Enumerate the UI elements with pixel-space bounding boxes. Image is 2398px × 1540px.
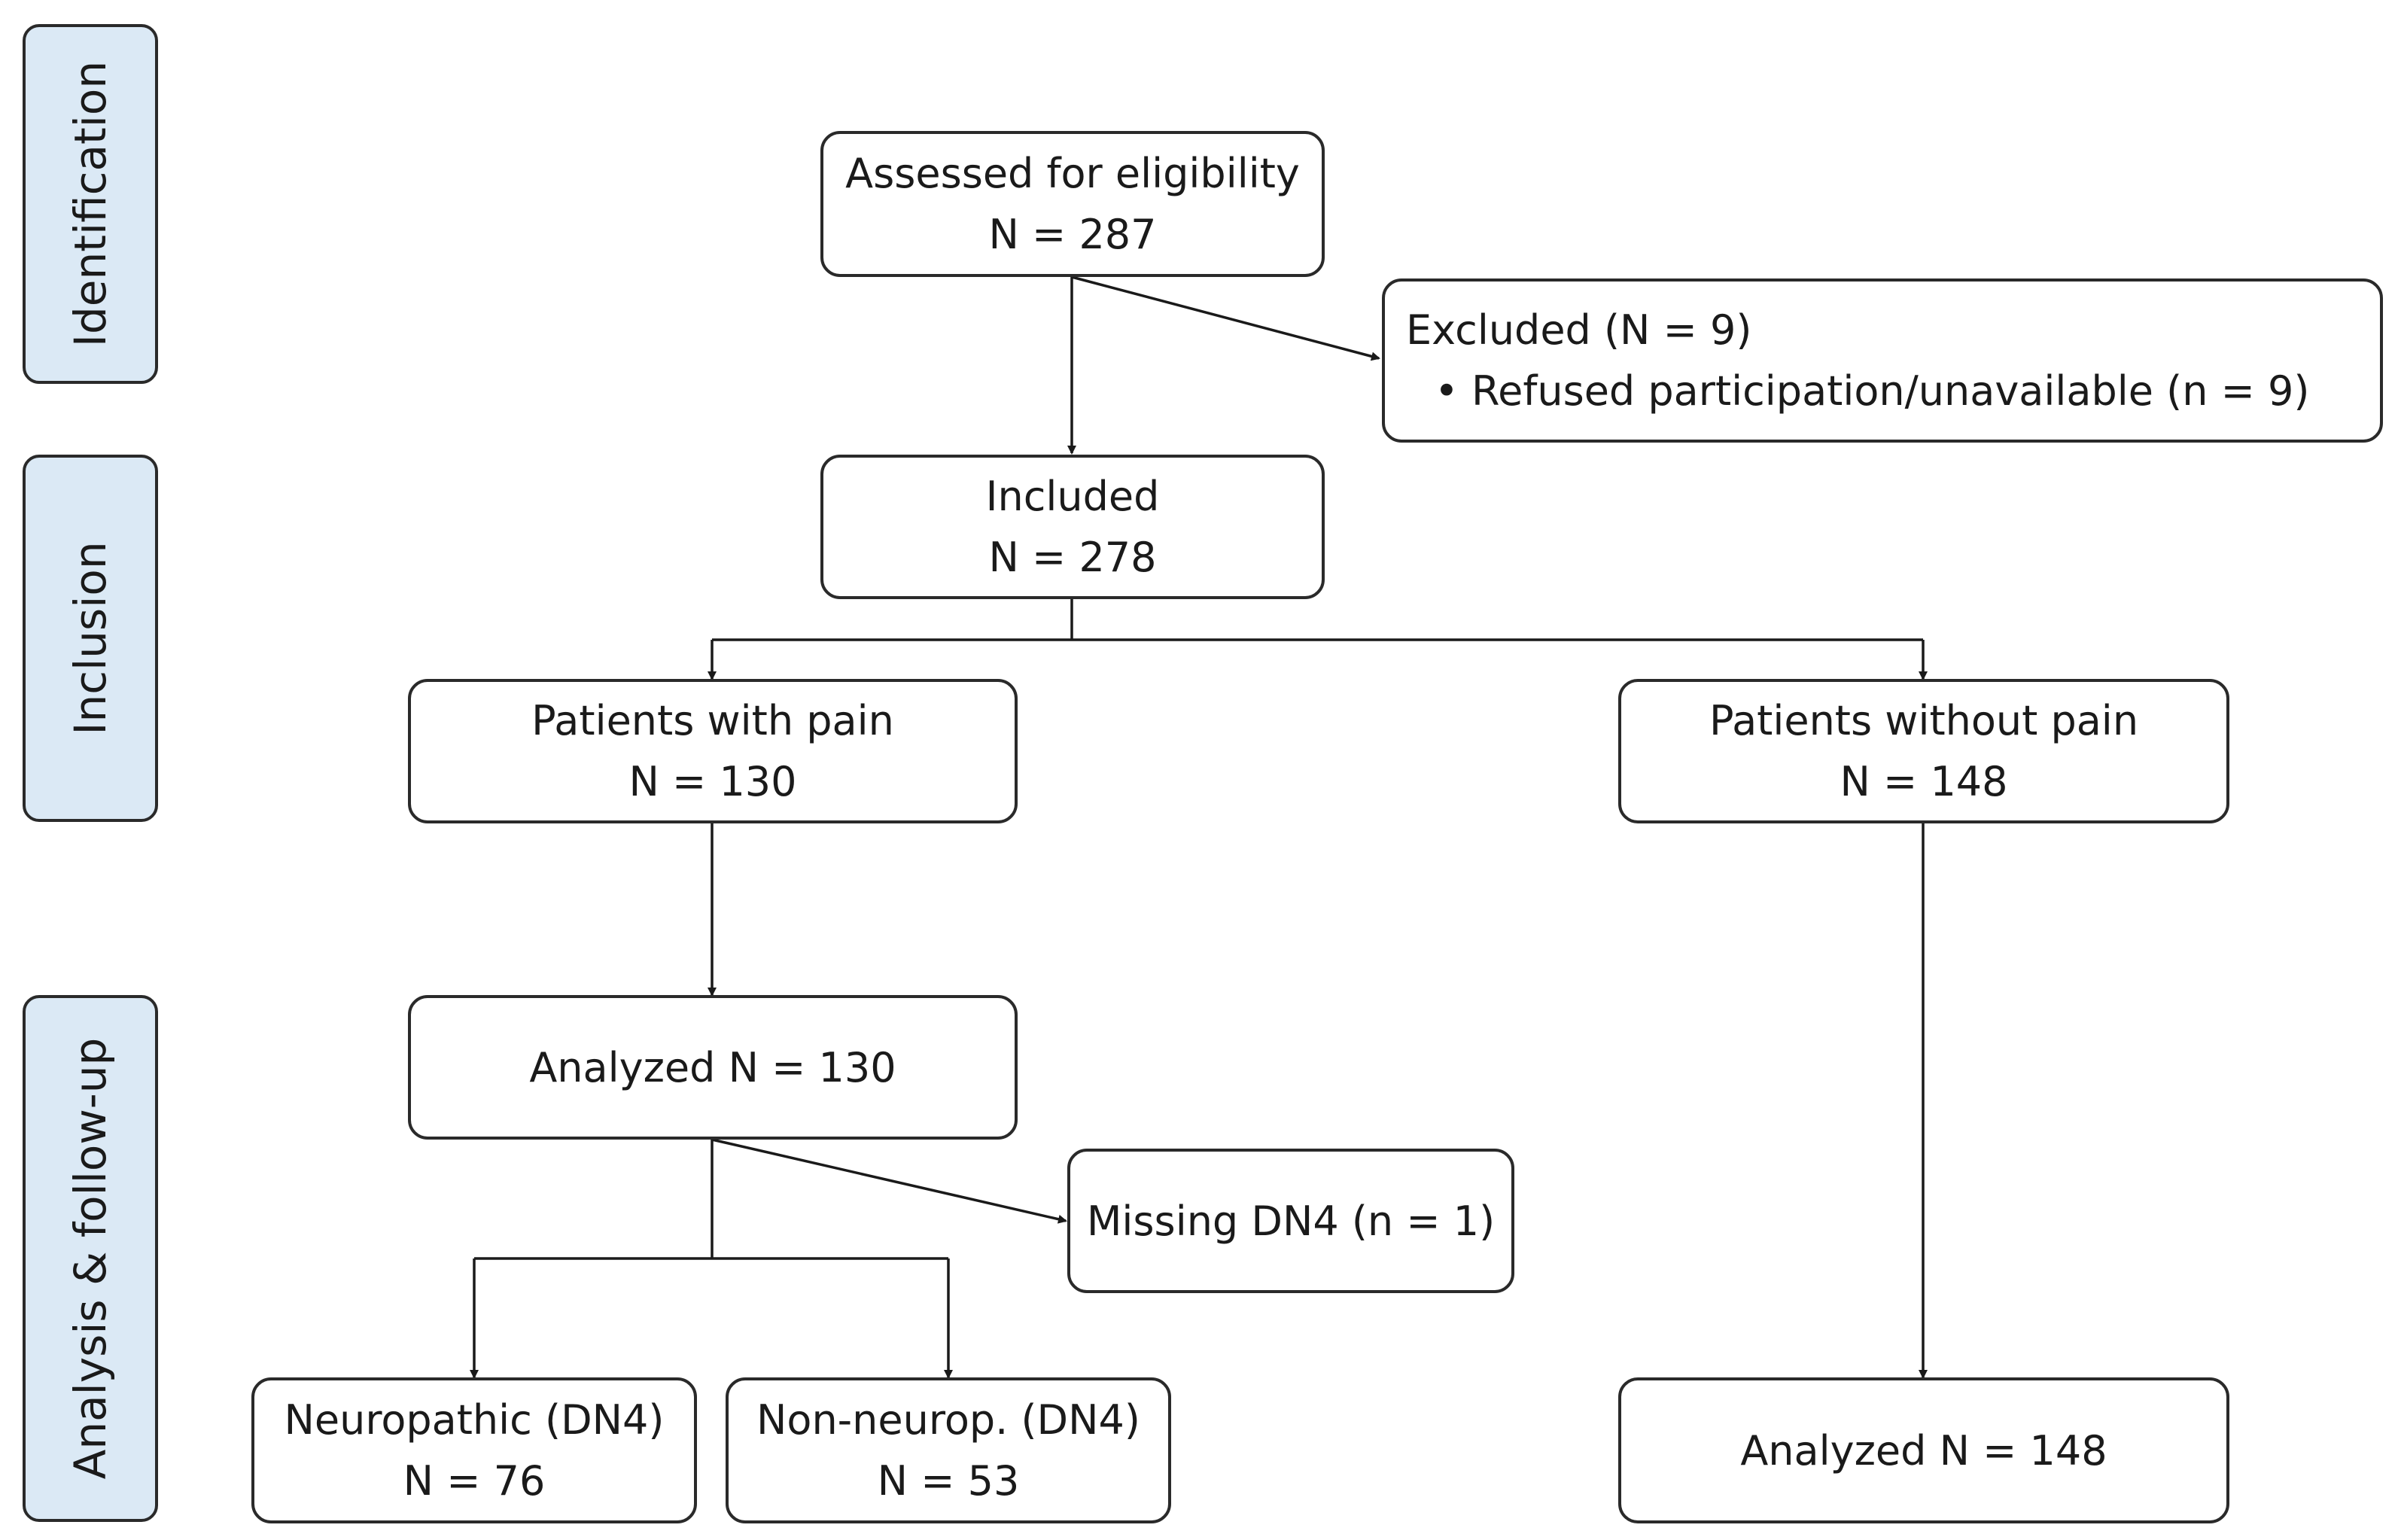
arrow-assessed-to-excluded [1071,275,1380,361]
assessed-count: N = 287 [988,211,1157,258]
analyzed-without-pain-label: Analyzed N = 148 [1740,1426,2107,1475]
phase-inclusion-label: Inclusion [65,541,116,735]
with-pain-count: N = 130 [628,758,797,805]
neuropathic-title: Neuropathic (DN4) [284,1396,665,1444]
with-pain-title: Patients with pain [531,697,894,744]
box-with-pain: Patients with pain N = 130 [408,679,1018,823]
phase-inclusion: Inclusion [23,455,158,822]
box-non-neuropathic: Non-neurop. (DN4) N = 53 [726,1377,1171,1523]
without-pain-title: Patients without pain [1709,697,2139,744]
phase-analysis: Analysis & follow-up [23,995,158,1522]
excluded-title: Excluded (N = 9) [1406,306,1752,354]
box-excluded: Excluded (N = 9) • Refused participation… [1382,278,2383,443]
box-missing-dn4: Missing DN4 (n = 1) [1067,1149,1514,1293]
box-included: Included N = 278 [820,455,1325,599]
non-neuropathic-title: Non-neurop. (DN4) [756,1396,1140,1444]
box-analyzed-without-pain: Analyzed N = 148 [1618,1377,2229,1523]
box-without-pain: Patients without pain N = 148 [1618,679,2229,823]
arrow-analyzed-to-missing [711,1138,1067,1224]
without-pain-count: N = 148 [1840,758,2008,805]
included-title: Included [985,473,1160,520]
analyzed-with-pain-label: Analyzed N = 130 [529,1043,896,1091]
phase-identification-label: Identification [65,60,116,348]
box-neuropathic: Neuropathic (DN4) N = 76 [251,1377,697,1523]
phase-identification: Identification [23,24,158,384]
box-analyzed-with-pain: Analyzed N = 130 [408,995,1018,1140]
included-count: N = 278 [988,534,1157,581]
assessed-title: Assessed for eligibility [845,150,1300,197]
box-assessed: Assessed for eligibility N = 287 [820,131,1325,277]
non-neuropathic-count: N = 53 [877,1457,1020,1505]
neuropathic-count: N = 76 [403,1457,546,1505]
missing-dn4-label: Missing DN4 (n = 1) [1086,1197,1496,1245]
excluded-reason: • Refused participation/unavailable (n =… [1435,367,2310,415]
phase-analysis-label: Analysis & follow-up [65,1037,116,1480]
